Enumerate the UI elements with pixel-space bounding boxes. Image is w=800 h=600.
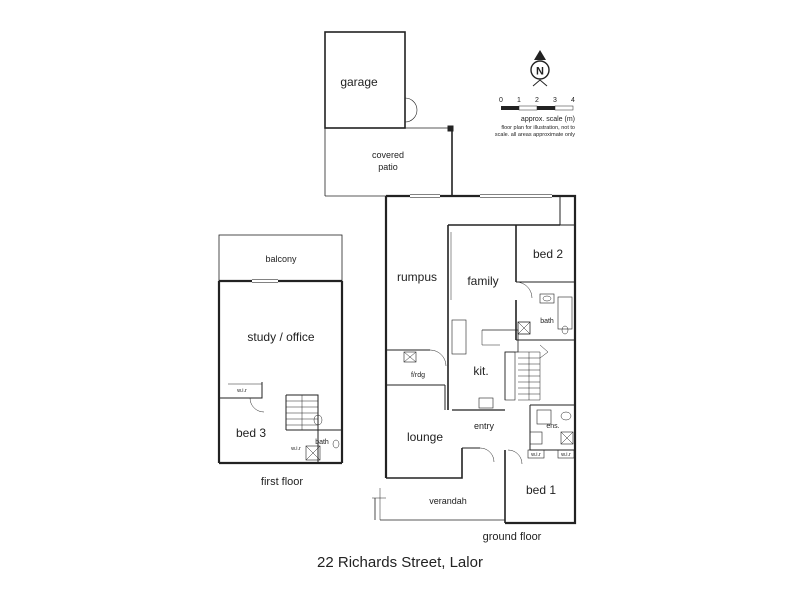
room-balcony: balcony <box>265 254 297 264</box>
room-covered-patio-line2: patio <box>378 162 398 172</box>
scale-label: approx. scale (m) <box>521 116 575 123</box>
room-entry: entry <box>474 421 495 431</box>
caption-first-floor: first floor <box>261 476 304 488</box>
room-bath-ground: bath <box>540 318 554 325</box>
scale-tick-3: 3 <box>553 97 557 104</box>
room-wir-bed1-b: w.i.r <box>560 452 571 458</box>
scale-bar: 0 1 2 3 4 approx. scale (m) floor plan f… <box>495 97 575 138</box>
scale-tick-4: 4 <box>571 97 575 104</box>
ground-floor-plan <box>372 194 577 525</box>
room-garage: garage <box>340 75 378 89</box>
room-verandah: verandah <box>429 496 467 506</box>
room-bed-1: bed 1 <box>526 483 556 497</box>
room-wir-first: w.i.r <box>236 388 247 394</box>
room-kit: kit. <box>473 364 488 378</box>
room-study-office: study / office <box>247 330 314 344</box>
first-floor-plan <box>217 234 344 465</box>
room-rumpus: rumpus <box>397 270 437 284</box>
scale-note-2: scale. all areas approximate only <box>495 132 575 138</box>
scale-tick-2: 2 <box>535 97 539 104</box>
room-bath-first: bath <box>315 439 329 446</box>
room-family: family <box>467 274 498 288</box>
scale-note-1: floor plan for illustration, not to <box>501 125 575 131</box>
room-wir-bed1-a: w.i.r <box>530 452 541 458</box>
room-ens: ens. <box>546 423 559 430</box>
room-covered-patio-line1: covered <box>372 150 404 160</box>
north-arrow: N <box>530 50 550 87</box>
room-bed-2: bed 2 <box>533 247 563 261</box>
room-frdg: f/rdg <box>411 372 425 379</box>
scale-tick-0: 0 <box>499 97 503 104</box>
garage-block <box>324 31 454 197</box>
north-label: N <box>536 66 544 78</box>
room-wir-first-2: w.i.r <box>290 446 301 452</box>
room-lounge: lounge <box>407 430 443 444</box>
scale-tick-1: 1 <box>517 97 521 104</box>
address: 22 Richards Street, Lalor <box>317 554 483 571</box>
room-bed-3: bed 3 <box>236 426 266 440</box>
caption-ground-floor: ground floor <box>483 531 542 543</box>
